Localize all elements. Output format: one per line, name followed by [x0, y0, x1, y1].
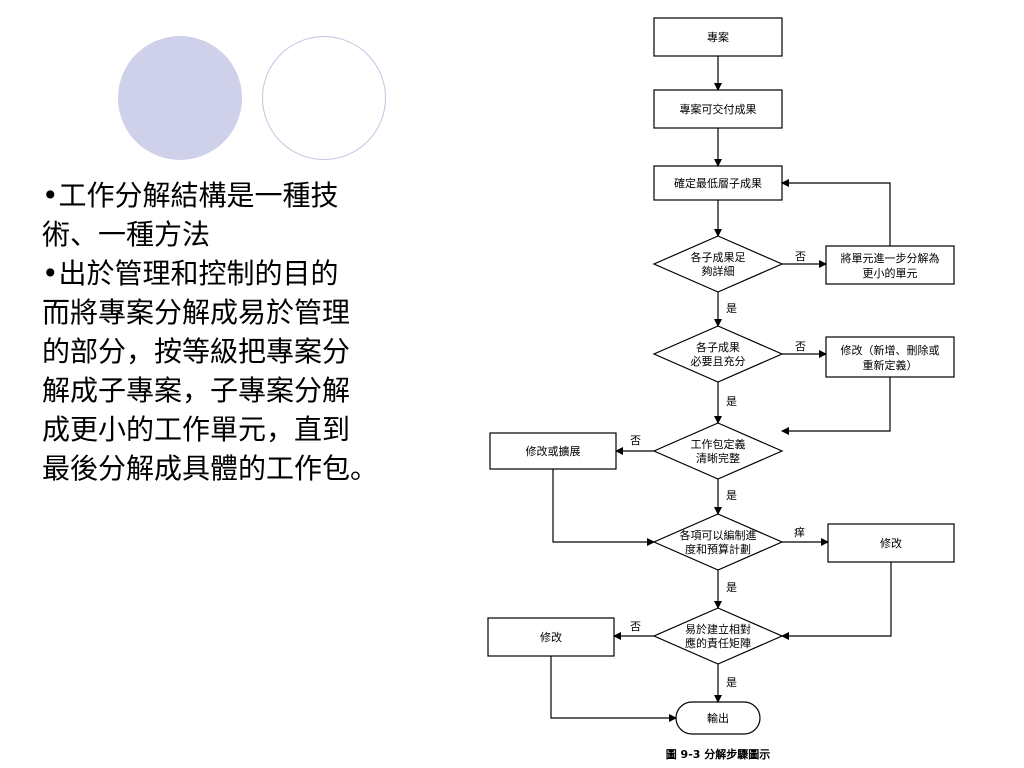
- node-decompose: [825, 245, 955, 285]
- node-modify-define-line-2: 重新定義）: [863, 358, 918, 372]
- edge-decompose-loop: [781, 179, 891, 246]
- decision-necessary: [652, 325, 784, 383]
- node-modify-schedule-label: 修改: [880, 536, 902, 550]
- decision-necessary-line-2: 必要且充分: [691, 354, 746, 368]
- edge-modify-matrix-output: [550, 656, 677, 722]
- label-no: 否: [795, 340, 806, 353]
- bullet-line: 最後分解成具體的工作包。: [42, 452, 379, 485]
- figure-caption: 圖 9-3 分解步驟圖示: [666, 747, 771, 761]
- bullet-line: 而將專案分解成易於管理: [42, 296, 351, 329]
- edge-modify-expand-return: [552, 469, 655, 546]
- node-deliverables-label: 專案可交付成果: [680, 102, 757, 116]
- node-modify-schedule: [827, 523, 955, 563]
- terminal-output-label: 輸出: [707, 711, 729, 725]
- label-no: 否: [630, 434, 641, 447]
- node-modify-define: [825, 336, 955, 378]
- bullet-line: •工作分解結構是一種技: [42, 179, 339, 212]
- node-lowest-level-label: 確定最低層子成果: [674, 176, 762, 190]
- node-modify-matrix: [487, 617, 615, 657]
- edge-modify-define-return: [781, 377, 891, 435]
- decision-work-package: [652, 422, 784, 480]
- decision-responsibility-line-2: 應的責任矩陣: [685, 636, 751, 650]
- decision-detailed-line-1: 各子成果足: [691, 250, 746, 264]
- bullet-line: •出於管理和控制的目的: [42, 257, 339, 290]
- bullet-text-block: •工作分解結構是一種技 術、一種方法 •出於管理和控制的目的 而將專案分解成易於…: [42, 176, 462, 488]
- label-no: 否: [630, 620, 641, 633]
- decorative-circle-filled: [118, 36, 242, 160]
- node-modify-define-line-1: 修改（新增、刪除或: [841, 343, 940, 357]
- decision-work-package-line-2: 清晰完整: [696, 451, 740, 465]
- label-yes: 是: [726, 302, 737, 315]
- node-modify-matrix-label: 修改: [540, 630, 562, 644]
- node-decompose-line-1: 將單元進一步分解為: [841, 251, 940, 265]
- decision-responsibility: [652, 607, 784, 665]
- decision-schedule: [652, 513, 784, 571]
- node-project: [653, 17, 783, 57]
- bullet-line: 成更小的工作單元，直到: [42, 413, 351, 446]
- label-yes: 是: [726, 581, 737, 594]
- label-no: 痒: [794, 525, 805, 539]
- decision-work-package-line-1: 工作包定義: [691, 437, 746, 451]
- label-yes: 是: [726, 676, 737, 689]
- label-yes: 是: [726, 489, 737, 502]
- decision-detailed: [652, 235, 784, 293]
- node-deliverables: [653, 89, 783, 129]
- decision-necessary-line-1: 各子成果: [696, 340, 740, 354]
- bullet-line: 術、一種方法: [42, 218, 211, 251]
- node-project-label: 專案: [707, 30, 729, 44]
- node-modify-expand-label: 修改或擴展: [526, 444, 581, 458]
- decision-responsibility-line-1: 易於建立相對: [685, 622, 751, 636]
- label-yes: 是: [726, 395, 737, 408]
- edge-modify-schedule-return: [781, 562, 892, 640]
- decision-detailed-line-2: 夠詳細: [702, 264, 735, 278]
- decision-schedule-line-2: 度和預算計劃: [685, 542, 751, 556]
- node-decompose-line-2: 更小的單元: [863, 266, 918, 280]
- bullet-line: 的部分，按等級把專案分: [42, 335, 351, 368]
- decorative-circle-outline: [262, 36, 386, 160]
- node-modify-expand: [489, 432, 617, 470]
- decision-schedule-line-1: 各項可以編制進: [680, 528, 757, 542]
- label-no: 否: [795, 250, 806, 263]
- bullet-line: 解成子專案，子專案分解: [42, 374, 351, 407]
- node-lowest-level: [653, 165, 783, 201]
